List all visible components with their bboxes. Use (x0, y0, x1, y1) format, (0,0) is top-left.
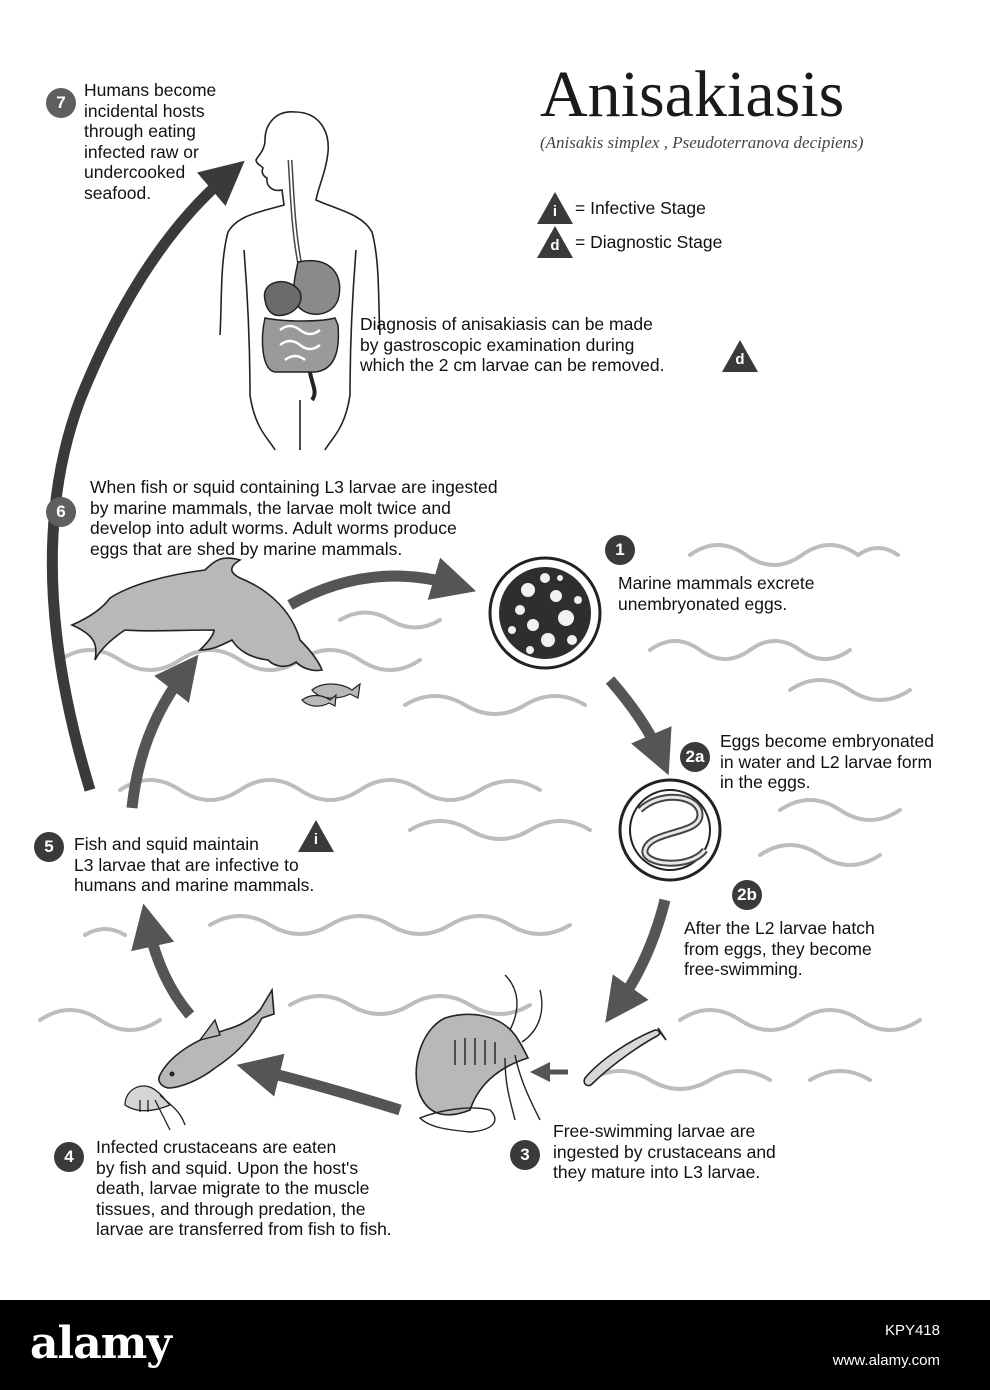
arrow-embryo-to-larva (618, 900, 665, 1005)
step-5-infective-icon: i (298, 820, 334, 852)
arrow-fish-to-fish5 (148, 925, 190, 1015)
step-1-number: 1 (605, 535, 635, 565)
step-2b-text: After the L2 larvae hatch from eggs, the… (684, 918, 875, 980)
page-title: Anisakiasis (540, 58, 844, 132)
step-2b-number: 2b (732, 880, 762, 910)
step-2a-text: Eggs become embryonated in water and L2 … (720, 731, 934, 793)
step-2a-number: 2a (680, 742, 710, 772)
diagnostic-stage-icon: d (537, 226, 573, 258)
page-subtitle: (Anisakis simplex , Pseudoterranova deci… (540, 133, 863, 153)
legend-diagnostic-label: = Diagnostic Stage (575, 232, 722, 253)
arrow-dolphin-to-egg (290, 576, 455, 605)
step-7-text: Humans become incidental hosts through e… (84, 80, 216, 203)
step-5-number: 5 (34, 832, 64, 862)
step-6-number: 6 (46, 497, 76, 527)
diagnosis-note: Diagnosis of anisakiasis can be made by … (360, 314, 664, 376)
step-3-number: 3 (510, 1140, 540, 1170)
small-fish-prey (302, 684, 360, 706)
small-crustacean-prey (125, 1086, 185, 1130)
watermark-logo: alamy (30, 1318, 171, 1369)
step-5-text: Fish and squid maintain L3 larvae that a… (74, 834, 314, 896)
step-1-text: Marine mammals excrete unembryonated egg… (618, 573, 814, 614)
step-4-number: 4 (54, 1142, 84, 1172)
step-7-number: 7 (46, 88, 76, 118)
diagnosis-diagnostic-icon: d (722, 340, 758, 372)
watermark-image-id: KPY418 (885, 1322, 940, 1339)
step-4-text: Infected crustaceans are eaten by fish a… (96, 1137, 392, 1240)
watermark-banner: alamy KPY418 www.alamy.com (0, 1300, 990, 1390)
digestive-organs (262, 261, 339, 400)
legend-infective-label: = Infective Stage (575, 198, 706, 219)
arrow-egg-to-embryo (610, 680, 660, 755)
step-3-text: Free-swimming larvae are ingested by cru… (553, 1121, 776, 1183)
infective-stage-icon: i (537, 192, 573, 224)
arrow-crustacean-to-fish (258, 1070, 400, 1110)
embryonated-egg (620, 780, 720, 880)
step-6-text: When fish or squid containing L3 larvae … (90, 477, 498, 559)
watermark-url: www.alamy.com (833, 1352, 940, 1369)
unembryonated-egg (490, 558, 600, 668)
free-swimming-larva (584, 1028, 666, 1086)
